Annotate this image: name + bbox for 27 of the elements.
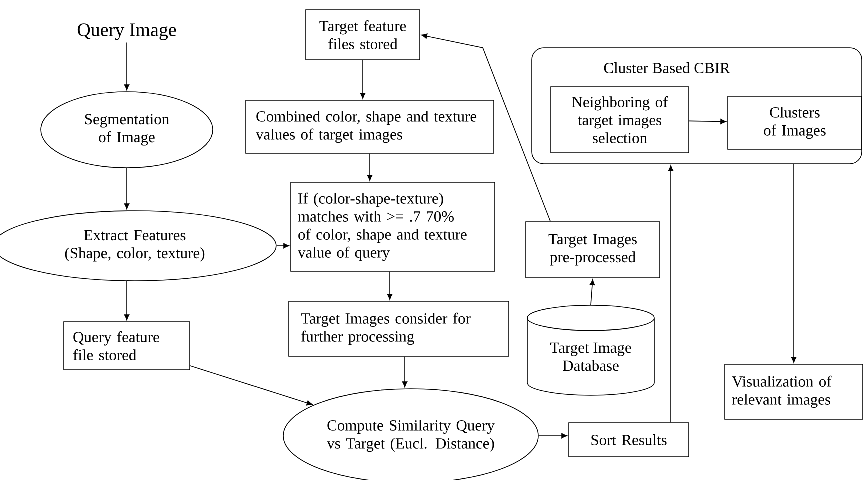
process-box: Target Images pre-processed (526, 222, 660, 278)
arrow (387, 272, 393, 300)
process-box: Visualization of relevant images (724, 364, 864, 420)
arrow (590, 279, 596, 306)
process-box: If (color-shape-texture) matches with >= .7 70% of color, shape and texture value of query (290, 182, 496, 272)
arrow (360, 60, 366, 100)
process-box: Target feature files stored (306, 10, 420, 60)
process-box: Clusters of Images (728, 96, 862, 150)
process-box: Query feature file stored (64, 322, 190, 370)
arrow (668, 165, 674, 423)
arrow (402, 356, 408, 388)
process-box: Combined color, shape and texture values of target images (246, 100, 494, 154)
process-box: Neighboring of target images selection (550, 86, 690, 154)
arrow (124, 42, 130, 91)
arrow (538, 433, 568, 439)
database-cylinder: Target Image Database (527, 305, 655, 396)
arrow (791, 164, 797, 364)
arrow (689, 119, 727, 124)
arrow (367, 154, 373, 182)
arrow (190, 366, 313, 406)
input-text: Query Image (78, 24, 176, 40)
process-box: Sort Results (568, 422, 690, 458)
arrow (421, 34, 551, 222)
process-box: Target Images consider for further processing (288, 301, 510, 357)
arrow (124, 281, 130, 321)
arrow (124, 168, 130, 210)
arrow (276, 243, 290, 249)
